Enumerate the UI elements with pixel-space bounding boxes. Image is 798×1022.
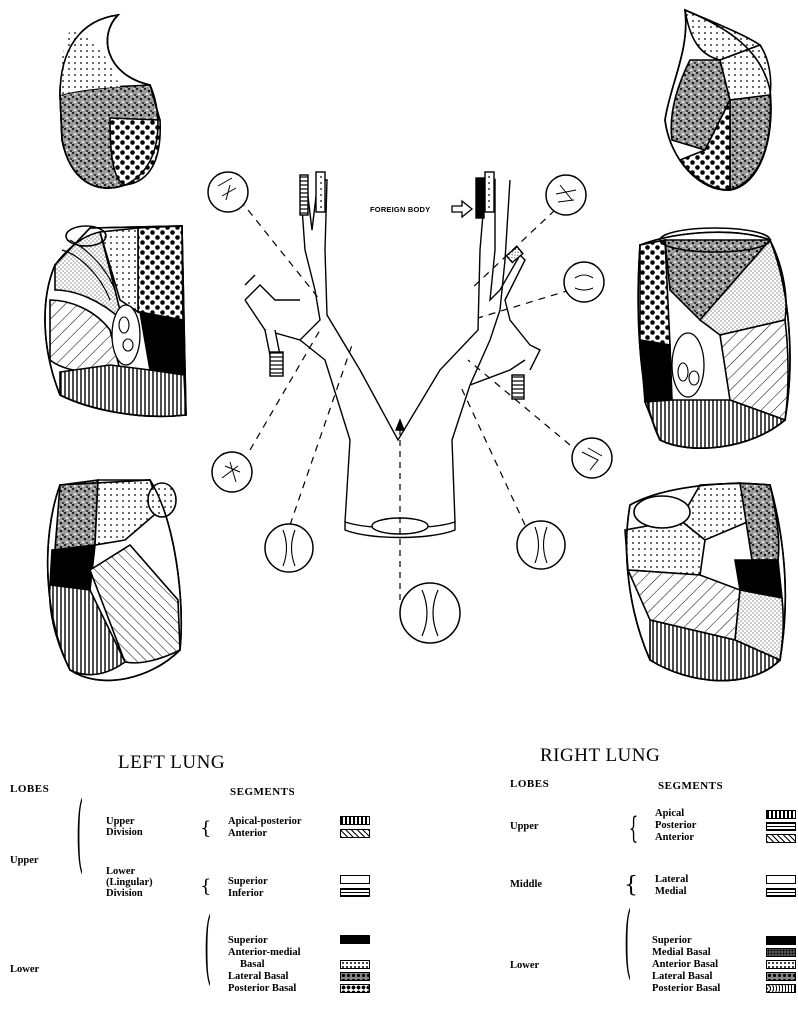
left-lower-lobe: Lower	[10, 964, 39, 975]
right-seg-posterior-basal: Posterior Basal	[652, 983, 720, 994]
right-swatch-medial-basal	[766, 948, 796, 957]
right-swatch-medial	[766, 888, 796, 897]
right-upper-brace: {	[629, 814, 639, 844]
right-seg-medial: Medial	[655, 886, 687, 897]
left-lobes-header: LOBES	[10, 783, 49, 795]
right-seg-medial-basal: Medial Basal	[652, 947, 711, 958]
left-swatch-inferior	[340, 888, 370, 897]
left-seg-anterior-medial: Anterior-medial	[228, 947, 301, 958]
right-seg-posterior: Posterior	[655, 820, 696, 831]
left-swatch-posterior-basal	[340, 984, 370, 993]
right-seg-lateral: Lateral	[655, 874, 688, 885]
right-middle-lobe: Middle	[510, 879, 542, 890]
foreign-body-label: FOREIGN BODY	[370, 205, 430, 214]
endoscopic-views	[208, 172, 612, 643]
left-upper-division-brace: {	[200, 820, 211, 838]
left-lower-lobe-brace: (	[204, 908, 211, 988]
left-lower-division-brace: {	[200, 878, 211, 896]
left-lower-division: Lower (Lingular) Division	[106, 866, 153, 899]
right-seg-anterior-basal: Anterior Basal	[652, 959, 718, 970]
right-swatch-lateral-basal	[766, 972, 796, 981]
right-seg-apical: Apical	[655, 808, 684, 819]
right-swatch-lateral	[766, 875, 796, 884]
left-seg-posterior-basal: Posterior Basal	[228, 983, 296, 994]
left-swatch-anterior-medial-basal	[340, 960, 370, 969]
right-lung-title: RIGHT LUNG	[540, 745, 660, 767]
right-lobes-header: LOBES	[510, 778, 549, 790]
right-lung-medial-view	[638, 228, 790, 448]
left-lung-lateral-view	[59, 15, 160, 188]
right-seg-superior: Superior	[652, 935, 692, 946]
right-lower-brace: (	[624, 902, 631, 982]
left-swatch-anterior	[340, 829, 370, 838]
left-seg-inferior: Inferior	[228, 888, 264, 899]
left-swatch-lateral-basal	[340, 972, 370, 981]
left-upper-division: Upper Division	[106, 816, 143, 838]
right-lower-lobe: Lower	[510, 960, 539, 971]
left-seg-apical-posterior: Apical-posterior	[228, 816, 302, 827]
right-swatch-anterior-basal	[766, 960, 796, 969]
left-lung-inferior-view	[48, 480, 182, 680]
left-seg-lateral-basal: Lateral Basal	[228, 971, 288, 982]
foreign-body-arrow-icon	[452, 201, 472, 217]
left-seg-lower-superior: Superior	[228, 935, 268, 946]
right-swatch-anterior	[766, 834, 796, 843]
right-seg-lateral-basal: Lateral Basal	[652, 971, 712, 982]
left-lung-medial-view	[45, 226, 186, 416]
right-swatch-posterior	[766, 822, 796, 831]
left-upper-lobe: Upper	[10, 855, 39, 866]
left-seg-anterior: Anterior	[228, 828, 267, 839]
right-segments-header: SEGMENTS	[658, 780, 723, 792]
left-swatch-lower-superior	[340, 935, 370, 944]
right-lung-inferior-view	[625, 483, 785, 681]
left-swatch-apical-posterior	[340, 816, 370, 825]
bronchial-tree-figure	[0, 0, 798, 700]
left-seg-superior: Superior	[228, 876, 268, 887]
right-middle-brace: {	[624, 875, 638, 897]
left-lung-title: LEFT LUNG	[118, 752, 225, 774]
right-lung-lateral-view	[665, 10, 771, 190]
left-upper-brace: (	[76, 792, 83, 876]
left-seg-basal: Basal	[240, 959, 265, 970]
right-swatch-apical	[766, 810, 796, 819]
right-swatch-posterior-basal	[766, 984, 796, 993]
right-upper-lobe: Upper	[510, 821, 539, 832]
right-swatch-superior	[766, 936, 796, 945]
right-seg-anterior: Anterior	[655, 832, 694, 843]
left-segments-header: SEGMENTS	[230, 786, 295, 798]
left-swatch-superior	[340, 875, 370, 884]
